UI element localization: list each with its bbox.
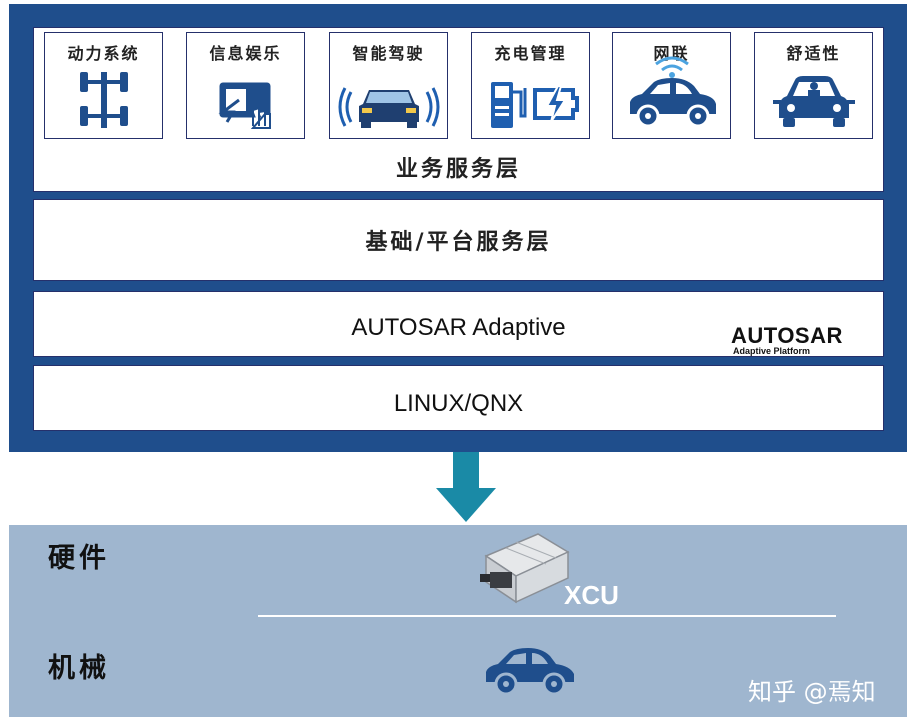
autosar-adaptive-layer: AUTOSAR Adaptive AUTOSAR Adaptive Platfo… <box>33 291 884 357</box>
hardware-mechanical-band <box>9 525 907 717</box>
tile-smart-driving: 智能驾驶 <box>329 32 448 139</box>
chassis-icon <box>79 72 128 128</box>
platform-layer-label: 基础/平台服务层 <box>365 230 552 255</box>
os-layer-label: LINUX/QNX <box>393 390 524 417</box>
autosar-logo-subtitle: Adaptive Platform <box>733 346 811 356</box>
comfort-car-icon <box>772 76 855 127</box>
ecu-module-icon <box>480 533 570 604</box>
tile-label: 智能驾驶 <box>352 44 425 63</box>
tile-comfort: 舒适性 <box>754 32 873 139</box>
car-sensor-icon <box>338 87 439 128</box>
tile-label: 舒适性 <box>786 44 841 63</box>
business-layer-label: 业务服务层 <box>395 157 521 182</box>
tile-connectivity: 网联 <box>612 32 731 139</box>
tile-charging: 充电管理 <box>471 32 590 139</box>
touchscreen-icon <box>218 82 271 129</box>
platform-service-layer: 基础/平台服务层 <box>33 199 884 281</box>
xcu-label: XCU <box>564 580 619 610</box>
autosar-logo-text: AUTOSAR <box>731 323 843 348</box>
down-arrow-icon <box>436 452 496 522</box>
business-service-layer: 动力系统 信息娱乐 智能驾驶 <box>33 27 884 192</box>
tile-label: 信息娱乐 <box>209 44 282 63</box>
divider-line <box>258 615 836 617</box>
watermark: 知乎 @焉知 <box>748 678 876 706</box>
tile-infotainment: 信息娱乐 <box>186 32 305 139</box>
hardware-label: 硬件 <box>48 543 110 574</box>
tile-label: 动力系统 <box>67 44 140 63</box>
tile-powertrain: 动力系统 <box>44 32 163 139</box>
car-icon <box>486 648 574 696</box>
tile-label: 充电管理 <box>494 44 567 63</box>
autosar-logo: AUTOSAR Adaptive Platform <box>731 323 877 357</box>
os-layer: LINUX/QNX <box>33 365 884 431</box>
connected-car-icon <box>629 56 716 128</box>
mechanical-label: 机械 <box>48 653 110 684</box>
charging-icon <box>490 82 579 128</box>
autosar-layer-label: AUTOSAR Adaptive <box>351 314 566 341</box>
